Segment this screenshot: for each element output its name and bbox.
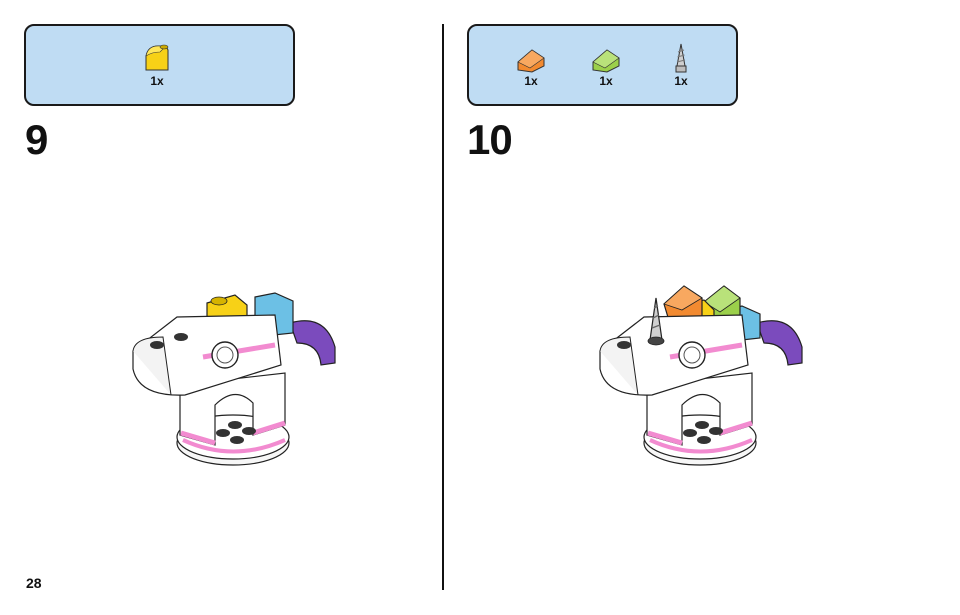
- grey-unicorn-horn-icon: [675, 43, 687, 73]
- step-9-parts-callout: 1x: [24, 24, 295, 106]
- part-quantity: 1x: [150, 74, 164, 88]
- part-quantity: 1x: [674, 74, 688, 88]
- orange-slope-brick-icon: [517, 49, 545, 73]
- lime-slope-brick-icon: [592, 49, 620, 73]
- step-10-part: 1x: [661, 42, 701, 87]
- step-9-part: 1x: [137, 40, 177, 87]
- part-quantity: 1x: [599, 74, 613, 88]
- page-divider: [442, 24, 444, 590]
- step-10-part: 1x: [511, 46, 551, 87]
- step-9-unicorn-model: [132, 292, 336, 466]
- yellow-curved-slope-brick-icon: [145, 44, 169, 71]
- part-quantity: 1x: [524, 74, 538, 88]
- step-number: 9: [25, 116, 48, 163]
- step-10-parts-callout: 1x 1x 1x: [467, 24, 738, 106]
- step-10-unicorn-model: [599, 285, 803, 466]
- step-number: 10: [467, 116, 513, 163]
- step-10-part: 1x: [586, 46, 626, 87]
- page-number: 28: [26, 575, 42, 591]
